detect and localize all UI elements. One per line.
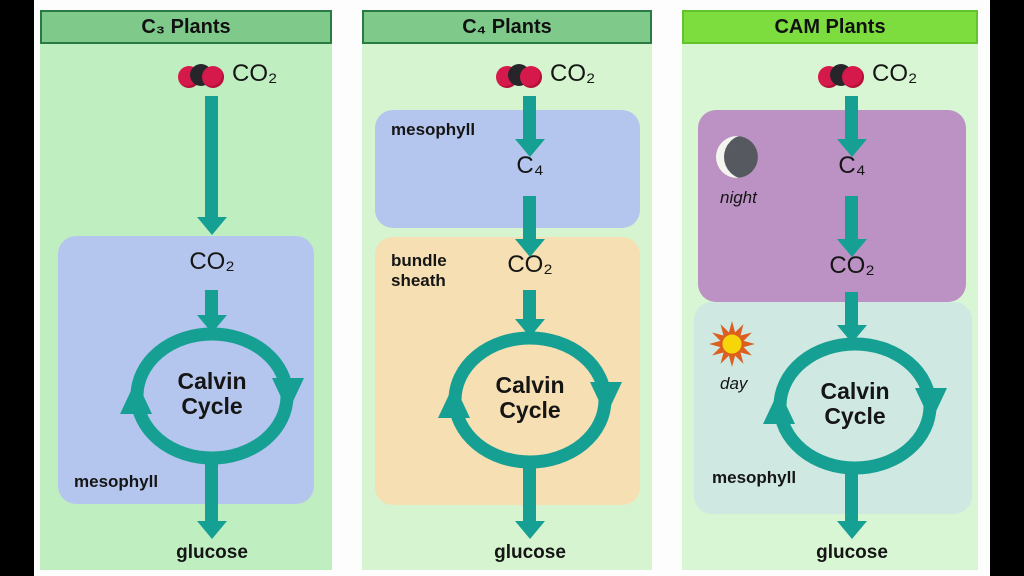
night-box: night C₄ CO₂: [698, 110, 966, 302]
night-label: night: [720, 188, 757, 207]
sun-icon: [709, 321, 755, 367]
co2-label: CO₂: [872, 60, 918, 87]
mesophyll-label: mesophyll: [712, 468, 797, 487]
mesophyll-box: CO₂ Calvin Cycle mesophyll: [58, 236, 314, 504]
mesophyll-label: mesophyll: [391, 120, 476, 139]
co2-inner-label: CO₂: [189, 248, 235, 275]
panel-cam-body: CO₂ night C₄ CO₂ day: [682, 44, 978, 570]
mesophyll-label: mesophyll: [74, 472, 159, 491]
c4-to-bundle-sheath-arrow: [514, 196, 545, 257]
glucose-label: glucose: [494, 542, 566, 563]
co2-entry-arrow: [836, 96, 867, 157]
co2-molecule-icon: [818, 64, 866, 90]
panel-cam: CAM Plants CO₂ night C₄ CO₂: [682, 10, 978, 570]
calvin-cycle-label: Calvin Cycle: [495, 372, 565, 423]
co2-label: CO₂: [550, 60, 596, 87]
co2-label: CO₂: [232, 60, 278, 87]
co2-to-cycle-arrow: [196, 290, 227, 333]
calvin-cycle-icon: [438, 331, 622, 469]
co2-to-cycle-arrow: [514, 290, 545, 337]
panel-c3-body: CO₂ CO₂ Calvin Cycle mesophyll glucose: [40, 44, 332, 570]
panel-c4-body: CO₂ mesophyll C₄ bundle sheath CO₂ Calvi…: [362, 44, 652, 570]
bundle-sheath-label: bundle sheath: [391, 251, 447, 290]
mesophyll-box: mesophyll C₄: [375, 110, 640, 228]
co2-to-cycle-arrow: [836, 292, 867, 343]
calvin-cycle-label: Calvin Cycle: [177, 368, 247, 419]
panel-c4: C₄ Plants CO₂ mesophyll C₄ bundle sheath…: [362, 10, 652, 570]
panel-c3: C₃ Plants CO₂ CO₂ Calvin Cycle mesophyll: [40, 10, 332, 570]
co2-molecule-icon: [496, 64, 544, 90]
bundle-sheath-box: bundle sheath CO₂ Calvin Cycle: [375, 237, 640, 505]
cycle-to-glucose-arrow: [196, 464, 227, 539]
panel-c4-header: C₄ Plants: [362, 10, 652, 44]
panel-c4-title: C₄ Plants: [462, 15, 552, 38]
moon-icon: [716, 136, 758, 178]
day-label: day: [720, 374, 748, 393]
calvin-cycle-icon: [120, 327, 304, 465]
day-box: day Calvin Cycle mesophyll: [694, 302, 972, 514]
panel-c3-header: C₃ Plants: [40, 10, 332, 44]
cycle-to-glucose-arrow: [514, 464, 545, 539]
letterbox-left: [0, 0, 34, 576]
letterbox-right: [990, 0, 1024, 576]
co2-entry-arrow: [196, 96, 227, 235]
panel-c3-title: C₃ Plants: [141, 15, 231, 38]
co2-molecule-icon: [178, 64, 226, 90]
panel-cam-title: CAM Plants: [774, 15, 886, 38]
glucose-label: glucose: [176, 542, 248, 563]
cycle-to-glucose-arrow: [836, 464, 867, 539]
co2-entry-arrow: [514, 96, 545, 157]
calvin-cycle-label: Calvin Cycle: [820, 378, 890, 429]
panel-cam-header: CAM Plants: [682, 10, 978, 44]
c4-to-co2-arrow: [836, 196, 867, 257]
glucose-label: glucose: [816, 542, 888, 563]
